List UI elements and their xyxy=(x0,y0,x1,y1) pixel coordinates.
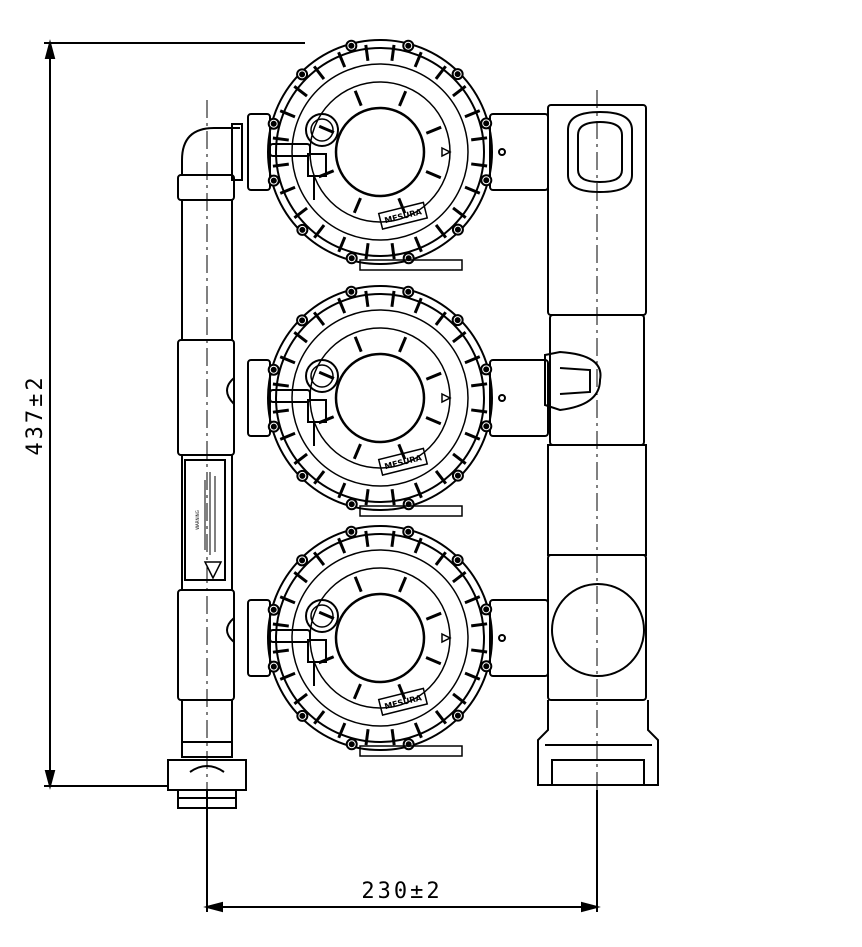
width-dimension-text: 230±2 xyxy=(361,879,442,904)
valve-top: MESURA xyxy=(247,39,549,271)
warning-label: WARNING xyxy=(184,459,226,581)
warning-title: WARNING xyxy=(195,510,200,530)
height-dimension: 437±2 xyxy=(23,39,305,790)
right-pipe xyxy=(537,104,659,786)
valve-middle: MESURA xyxy=(247,285,549,517)
centerlines xyxy=(206,90,598,830)
valve-bottom: MESURA xyxy=(247,525,549,757)
width-dimension: 230±2 xyxy=(203,790,601,913)
left-pipe xyxy=(167,123,247,809)
height-dimension-text: 437±2 xyxy=(23,374,48,455)
